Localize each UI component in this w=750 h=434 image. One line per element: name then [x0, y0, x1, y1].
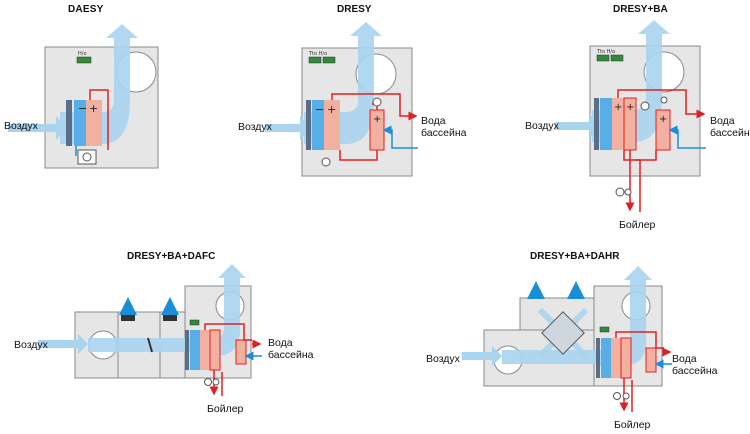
svg-text:+: + — [614, 102, 622, 113]
diagram-dresy-ba: + + + Tto H/o — [555, 20, 706, 212]
svg-text:+: + — [89, 102, 98, 115]
humidistat-icon — [76, 56, 92, 64]
compressor — [77, 149, 97, 165]
damper-icon — [163, 315, 177, 321]
valve-icon — [624, 188, 632, 196]
cooler-coil — [600, 98, 612, 150]
boiler-label: Бойлер — [614, 419, 651, 431]
humidistat-icon — [599, 326, 610, 333]
air-flow — [8, 116, 68, 140]
pump-icon — [321, 157, 331, 167]
heater-coil — [324, 100, 340, 150]
svg-text:+: + — [373, 114, 381, 125]
pool-heat-exchanger — [645, 347, 657, 373]
air-flow — [555, 114, 602, 138]
air-label: Воздух — [525, 120, 560, 132]
svg-text:+: + — [626, 102, 634, 113]
pump-icon — [613, 392, 621, 400]
diagram-title: DAESY — [68, 4, 104, 15]
air-flow — [38, 334, 88, 354]
filter — [185, 330, 189, 370]
boiler-coil — [209, 329, 221, 371]
filter — [66, 100, 72, 146]
svg-text:−: − — [315, 103, 324, 116]
diagram-dresy: − + + Tto H/o — [265, 22, 418, 177]
damper-icon — [530, 293, 542, 298]
air-flow — [462, 346, 502, 366]
cooler-coil — [601, 338, 611, 378]
diagram-title: DRESY+BA+DAHR — [530, 251, 620, 262]
plate-heat-exchanger — [541, 311, 585, 355]
valve-icon — [660, 96, 668, 104]
thermostat-icon — [640, 101, 650, 111]
pump-icon — [615, 187, 625, 197]
air-flow-duct — [190, 264, 246, 356]
cooler-coil — [312, 100, 324, 150]
diagram-dresy-ba-dahr — [462, 266, 672, 412]
valve-icon — [372, 97, 382, 107]
air-label: Воздух — [4, 120, 39, 132]
svg-text:H/o: H/o — [78, 51, 87, 57]
diagram-title: DRESY+BA — [613, 4, 668, 15]
filter — [306, 100, 311, 150]
humidistat-icon — [189, 319, 200, 326]
boiler-label: Бойлер — [619, 219, 656, 231]
heater-coil — [611, 338, 621, 378]
cooler-coil — [190, 330, 200, 370]
air-label: Воздух — [14, 339, 49, 351]
svg-text:Tto H/o: Tto H/o — [596, 49, 615, 55]
humidistat-icon — [322, 56, 336, 64]
bypass-damper — [147, 337, 153, 353]
svg-text:−: − — [78, 102, 87, 115]
compressor-icon — [82, 152, 92, 162]
air-label: Воздух — [426, 353, 461, 365]
heater-coil — [86, 100, 102, 146]
cooler-coil — [74, 100, 86, 146]
valve-icon — [622, 392, 630, 400]
humidistat-icon — [610, 54, 624, 62]
valve-icon — [212, 378, 220, 386]
heater-coil — [612, 98, 624, 150]
boiler-coil — [620, 337, 632, 379]
air-label: Воздух — [238, 121, 273, 133]
damper-icon — [570, 293, 582, 298]
pool-heat-exchanger — [235, 339, 247, 365]
air-flow-duct — [88, 338, 190, 352]
air-flow — [265, 116, 312, 140]
svg-text:+: + — [659, 114, 667, 125]
svg-text:Tto H/o: Tto H/o — [308, 51, 327, 57]
heater-coil — [200, 330, 210, 370]
air-flow-duct — [596, 266, 652, 366]
air-flow-duct — [502, 350, 596, 364]
humidistat-icon — [308, 56, 322, 64]
humidistat-icon — [596, 54, 610, 62]
diagram-title: DRESY — [337, 4, 372, 15]
diagram-daesy: − + H/o — [8, 24, 159, 169]
diagram-title: DRESY+BA+DAFC — [127, 251, 215, 262]
damper-icon — [121, 315, 135, 321]
diagram-dresy-ba-dafc — [38, 264, 262, 396]
filter — [596, 338, 600, 378]
filter — [594, 98, 599, 150]
pump-icon — [204, 378, 212, 386]
boiler-label: Бойлер — [207, 403, 244, 415]
svg-text:+: + — [327, 103, 336, 116]
